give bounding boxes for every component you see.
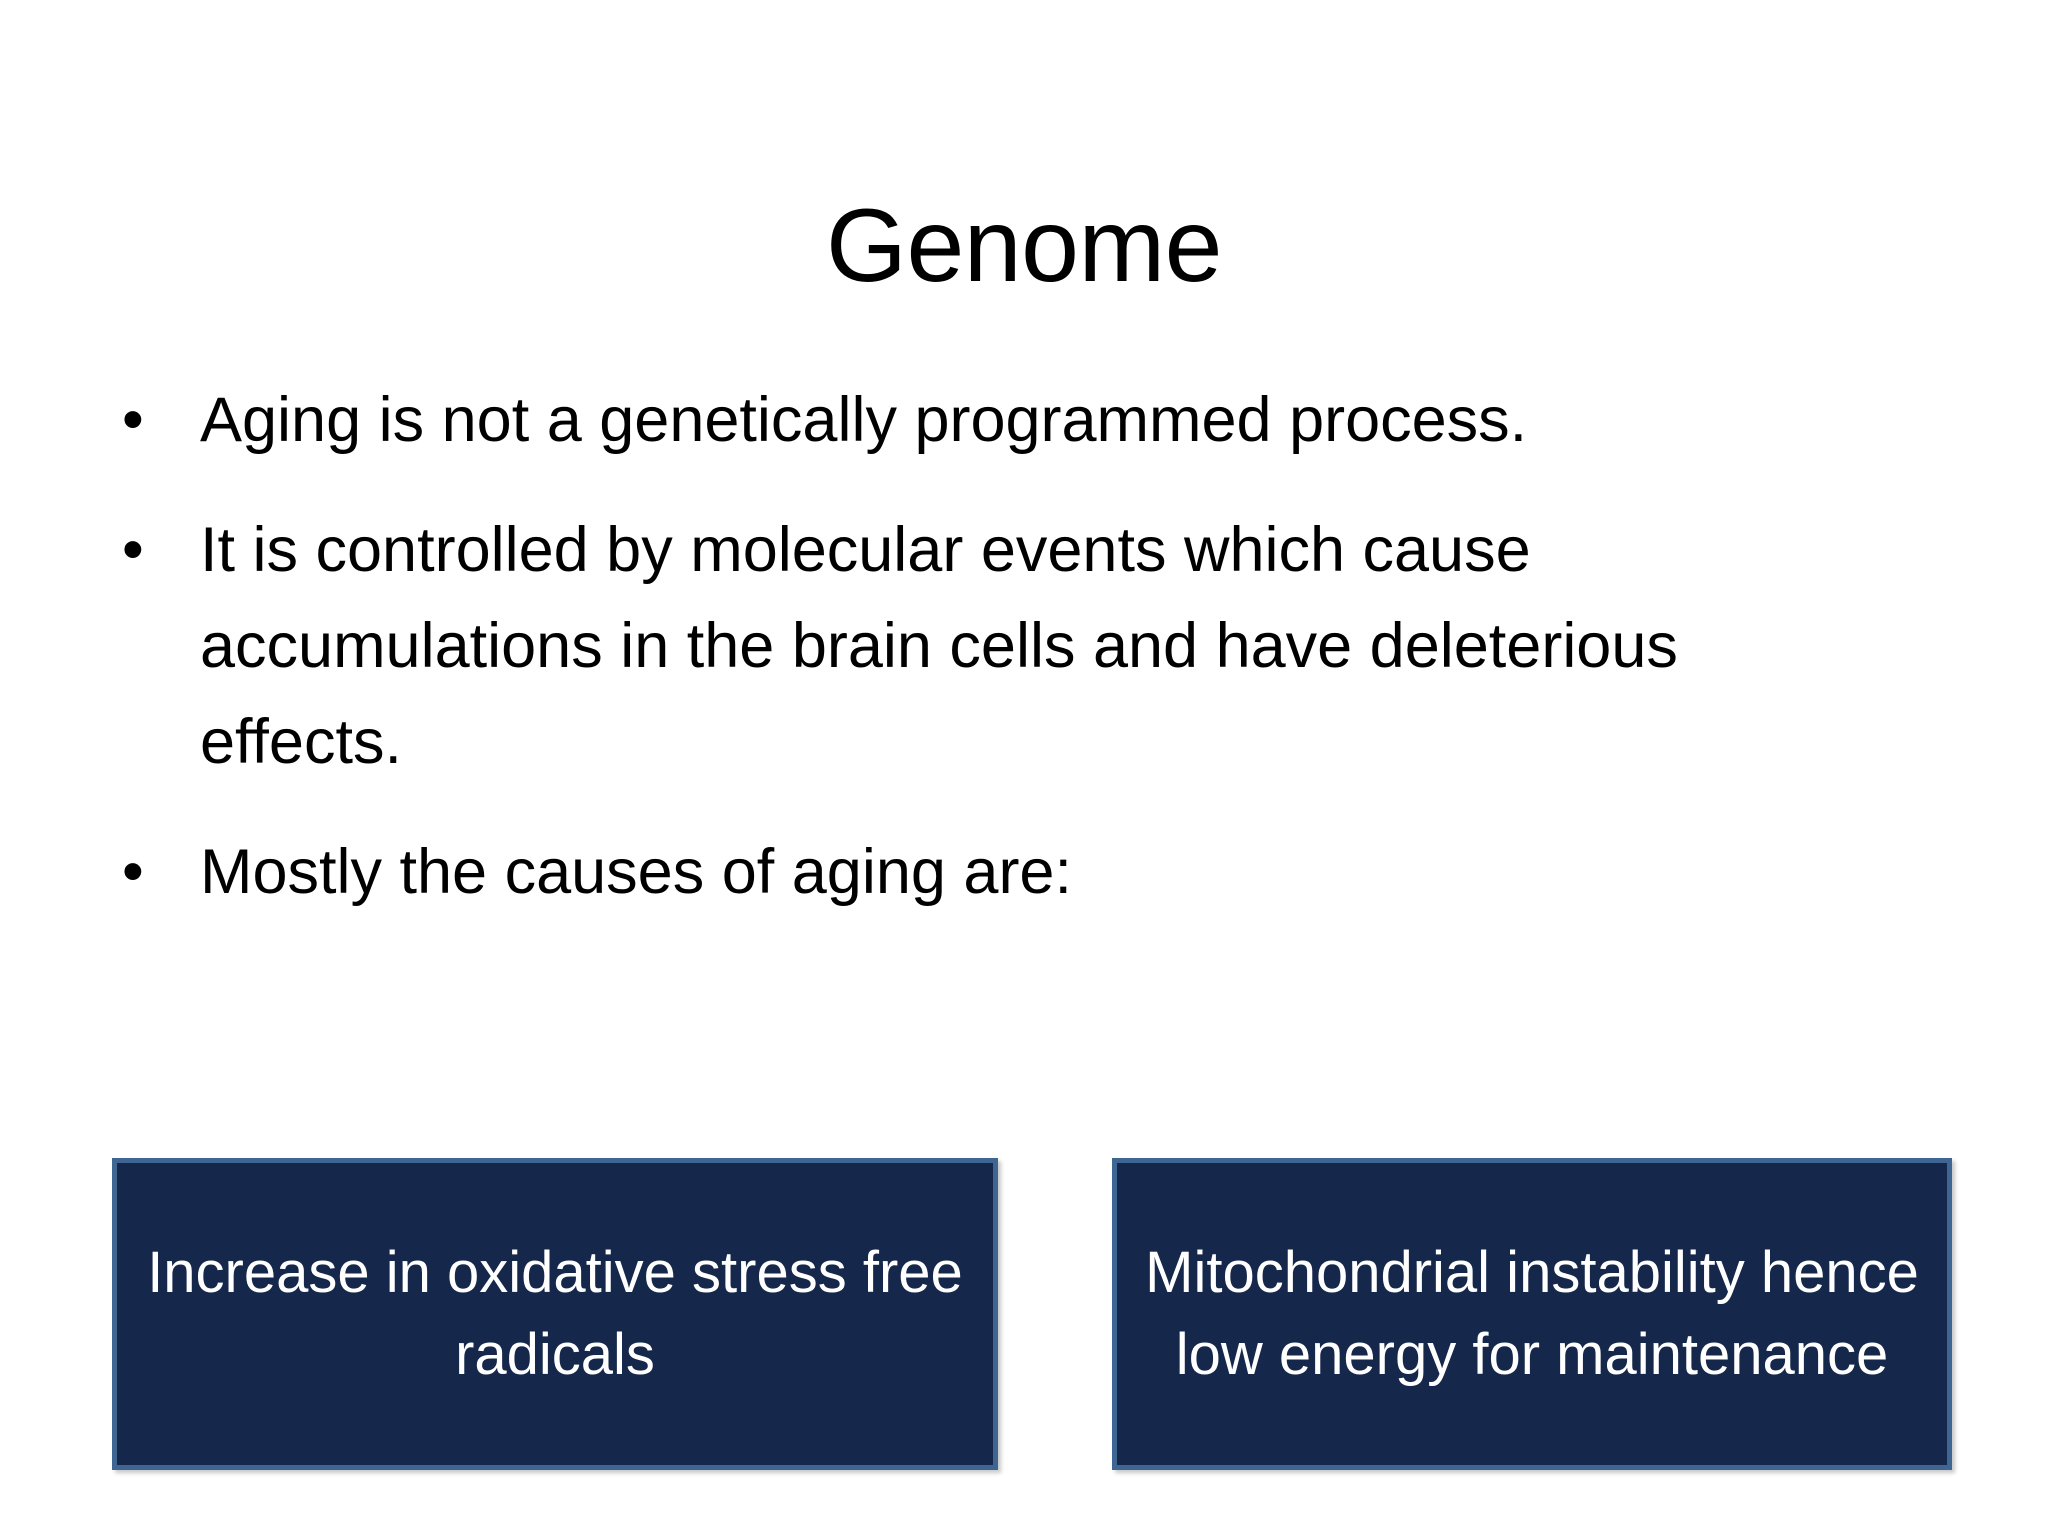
bullet-list: • Aging is not a genetically programmed … — [108, 372, 1908, 954]
callout-box-mitochondrial-instability: Mitochondrial instability hence low ener… — [1112, 1158, 1952, 1470]
bullet-text-aging-not-programmed: Aging is not a genetically programmed pr… — [200, 385, 1528, 455]
callout-box-oxidative-stress: Increase in oxidative stress free radica… — [112, 1158, 998, 1470]
bullet-point-icon: • — [122, 837, 144, 906]
callout-label-oxidative-stress: Increase in oxidative stress free radica… — [147, 1240, 979, 1387]
list-item: • Mostly the causes of aging are: — [108, 824, 1908, 920]
page-title: Genome — [826, 187, 1222, 304]
list-item: • Aging is not a genetically programmed … — [108, 372, 1908, 468]
bullet-text-molecular-events: It is controlled by molecular events whi… — [200, 515, 1713, 777]
bullet-point-icon: • — [122, 385, 144, 454]
callout-label-mitochondrial-instability: Mitochondrial instability hence low ener… — [1145, 1240, 1935, 1387]
bullet-text-causes-of-aging: Mostly the causes of aging are: — [200, 837, 1072, 907]
list-item: • It is controlled by molecular events w… — [108, 502, 1908, 790]
bullet-point-icon: • — [122, 515, 144, 584]
